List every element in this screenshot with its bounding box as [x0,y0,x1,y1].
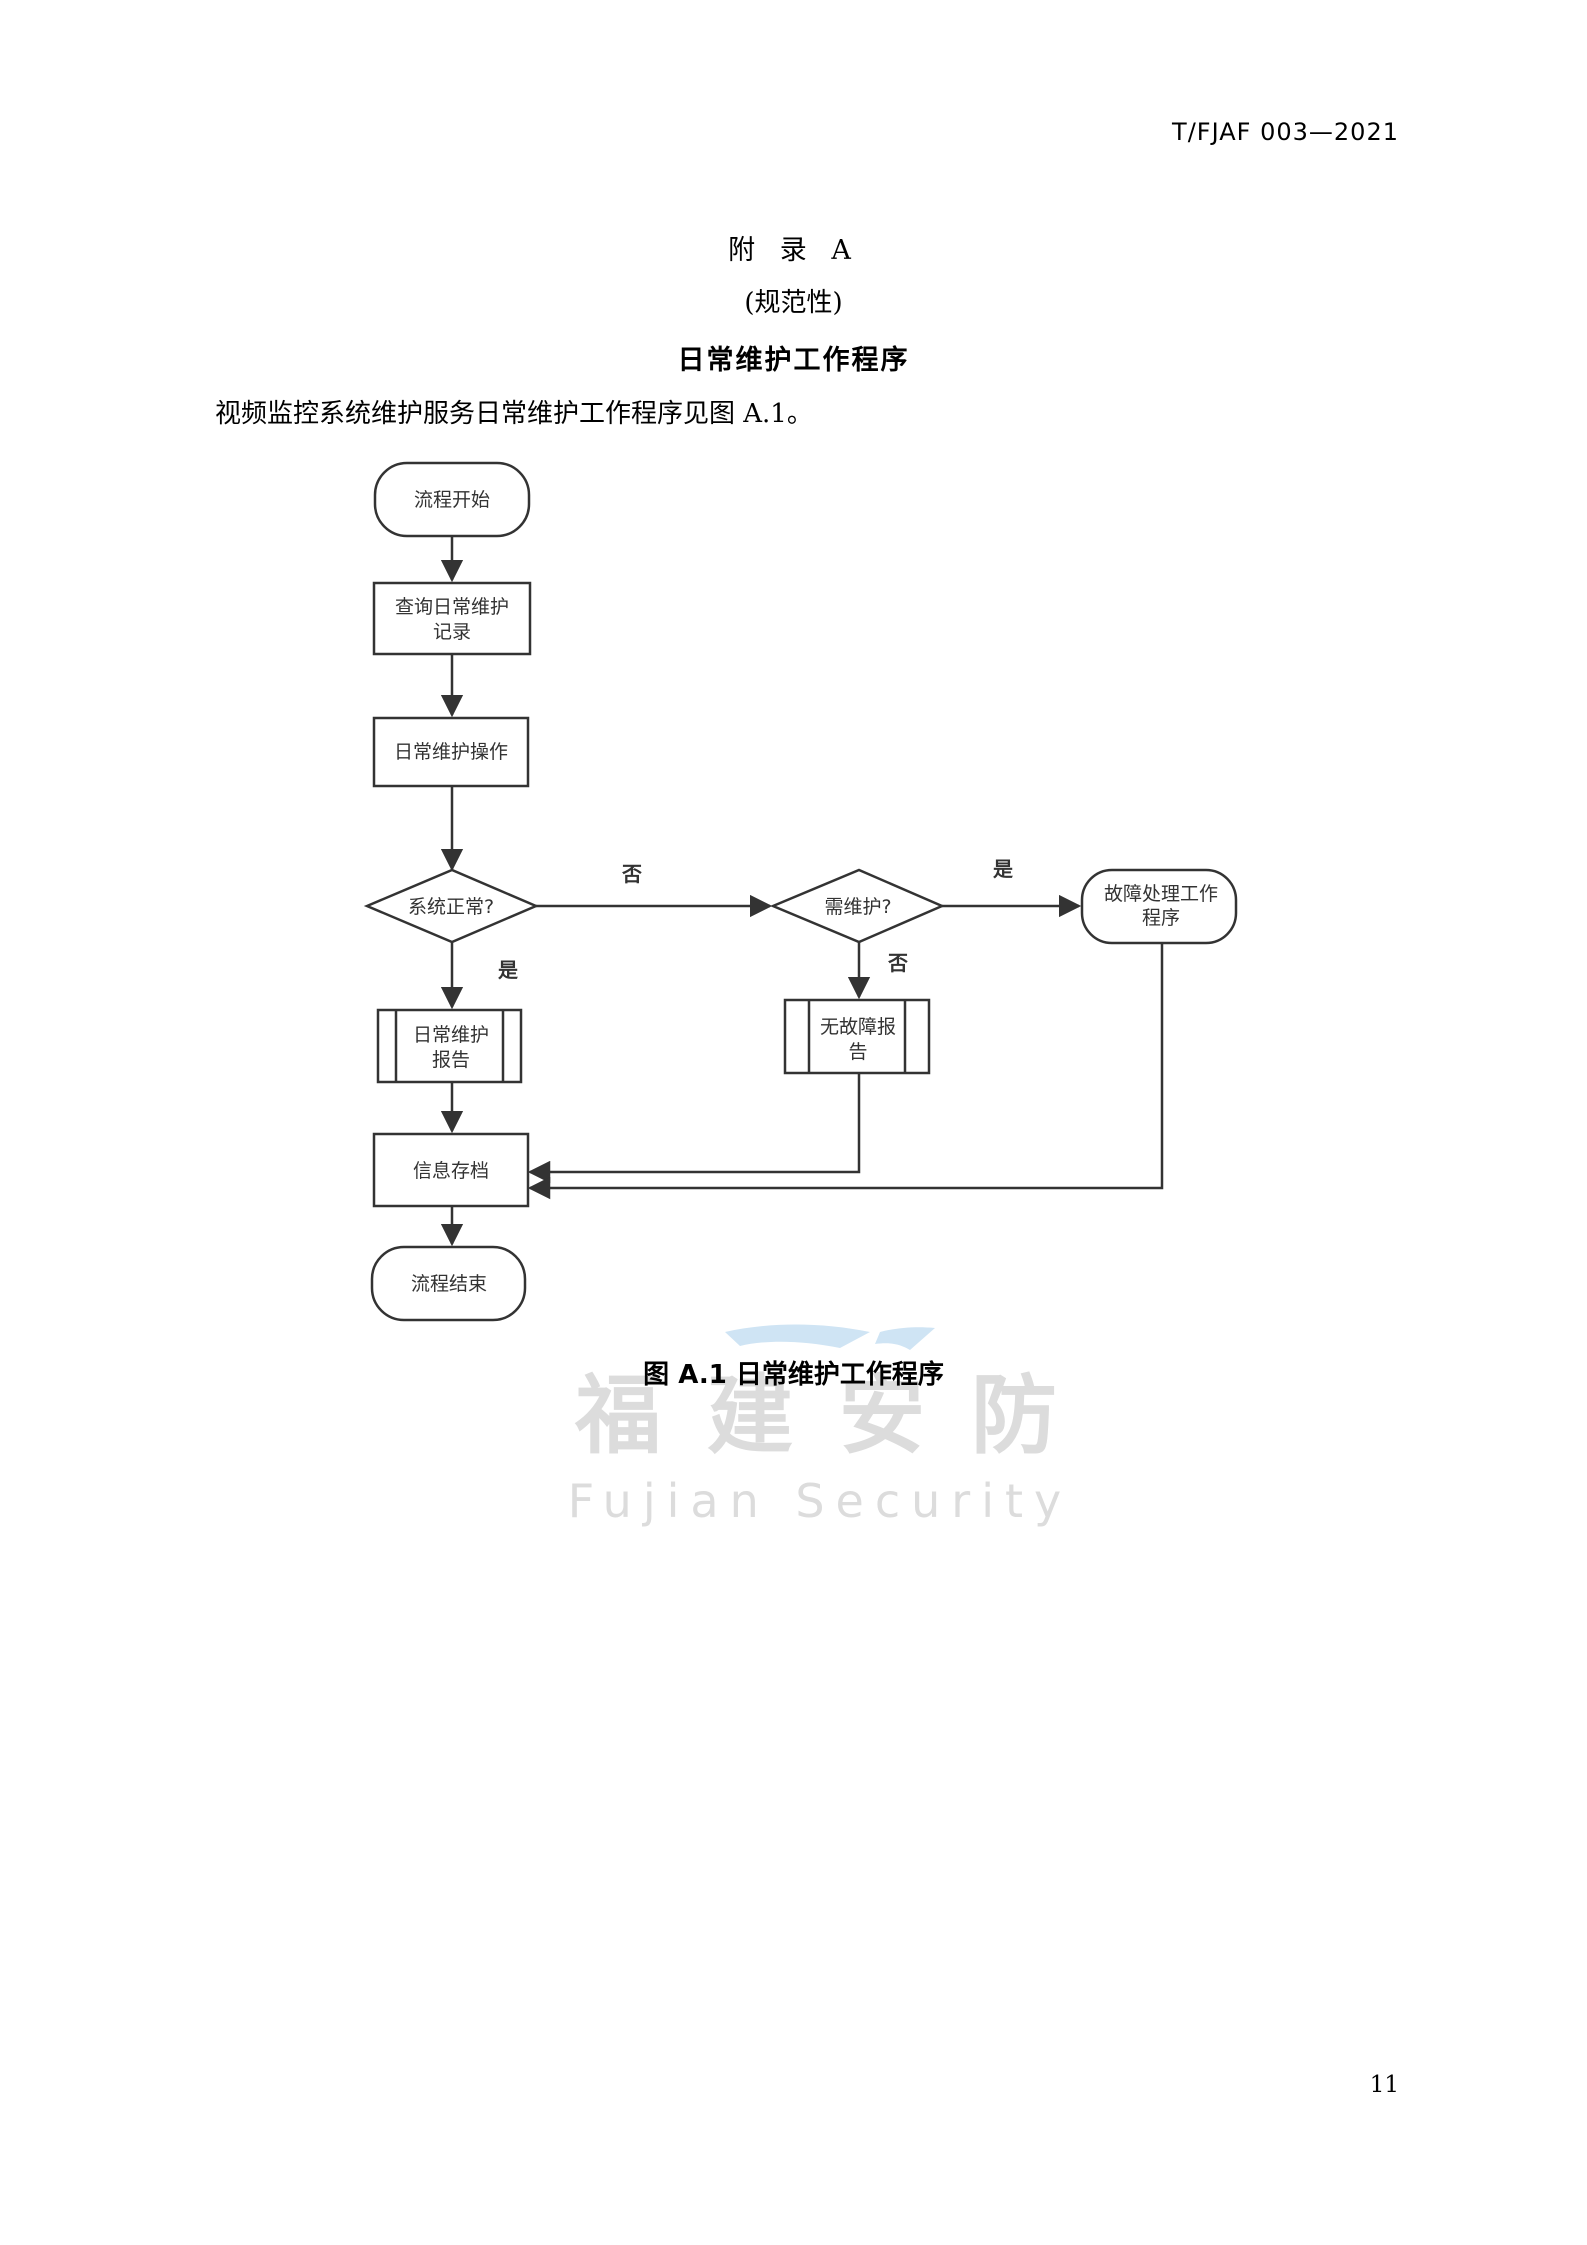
node-maintenance-operation [372,716,530,788]
edge-label-yes-1: 是 [497,958,518,982]
edge-label-no-1: 否 [621,862,642,886]
node-decision-normal [363,868,540,944]
node-operate-label: 日常维护操作 [394,741,508,763]
node-start-label: 流程开始 [414,489,490,511]
node-archive-label: 信息存档 [413,1160,489,1182]
edge-label-no-2: 否 [887,951,908,975]
intro-paragraph: 视频监控系统维护服务日常维护工作程序见图 A.1。 [215,399,813,429]
node-fault-label-1: 故障处理工作 [1104,883,1218,905]
edge-label-yes-2: 是 [992,857,1013,881]
node-maintenance-report [376,1008,523,1084]
edge-nofault-archive [527,1073,861,1184]
node-archive [372,1132,530,1208]
page-number: 11 [1369,2072,1399,2098]
node-decision-normal-label: 系统正常? [408,896,494,918]
node-start [373,461,531,538]
edge-fault-archive [527,943,1164,1200]
node-query-label-2: 记录 [433,621,471,643]
node-nofault-label-1: 无故障报 [820,1016,896,1038]
node-end-label: 流程结束 [411,1273,487,1295]
appendix-title: 附 录 A [728,235,859,266]
node-fault-label-2: 程序 [1142,907,1180,929]
node-decision-maintain-label: 需维护? [824,896,891,918]
node-report-label-2: 报告 [432,1049,470,1071]
appendix-type: (规范性) [744,288,843,318]
node-query-records [372,581,532,656]
node-fault-procedure [1080,868,1238,945]
node-query-label-1: 查询日常维护 [395,596,509,618]
document-code: T/FJAF 003—2021 [1172,118,1399,146]
node-end [370,1245,527,1322]
node-decision-maintain [769,868,946,944]
node-report-label-1: 日常维护 [413,1024,489,1046]
appendix-heading: 日常维护工作程序 [677,345,910,376]
figure-caption: 图 A.1 日常维护工作程序 [643,1360,944,1390]
node-nofault-label-2: 告 [848,1041,867,1063]
